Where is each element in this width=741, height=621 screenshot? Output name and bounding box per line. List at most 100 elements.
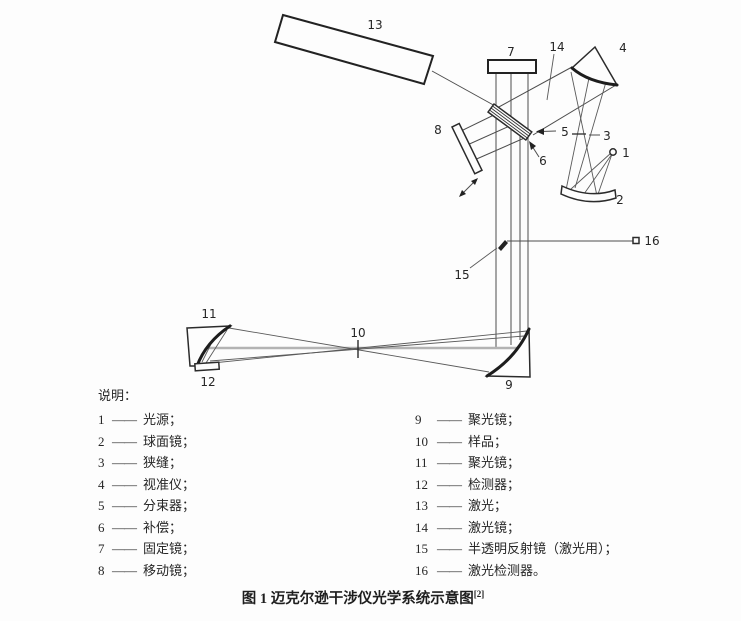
caption-reference: [2] (473, 589, 485, 600)
legend-dash: —— (112, 498, 137, 513)
legend-item-11: 11 —— 聚光镜； (415, 452, 618, 474)
legend-num: 9 (415, 412, 422, 427)
condenser-right-face (485, 327, 531, 378)
legend-num: 10 (415, 433, 428, 449)
legend-num: 14 (415, 519, 428, 535)
legend-item-1: 1 —— 光源； (98, 409, 195, 431)
legend-item-13: 13——激光； (415, 495, 618, 517)
label-3: 3 (603, 129, 611, 143)
legend-dash: —— (112, 519, 137, 535)
legend-text: 固定镜； (143, 541, 196, 556)
legend-dash: —— (112, 476, 137, 492)
legend-num: 4 (98, 476, 105, 492)
spherical-mirror (560, 184, 617, 203)
legend-item-8: 8 —— 移动镜； (98, 560, 195, 582)
legend-item-16: 16 —— 激光检测器。 (415, 560, 618, 582)
legend-item-15: 15 —— 半透明反射镜（激光用）； (415, 538, 618, 560)
legend-text: 视准仪； (143, 476, 196, 492)
label-11: 11 (201, 307, 216, 321)
legend-text: 聚光镜； (468, 455, 521, 470)
legend-text: 狭缝； (143, 455, 183, 470)
legend-item-14: 14 —— 激光镜； (415, 517, 618, 539)
arrow-to-beamsplitter (536, 128, 557, 135)
label-2: 2 (616, 193, 624, 207)
fixed-mirror (487, 59, 537, 74)
part-labels: 13 7 14 4 8 5 6 3 1 2 16 15 11 10 12 9 (200, 18, 659, 392)
condenser-left-face (195, 324, 232, 368)
label-15: 15 (454, 268, 469, 282)
legend-text: 光源； (143, 412, 183, 427)
light-source (609, 148, 617, 156)
laser-box (273, 13, 435, 86)
label-12: 12 (200, 375, 215, 389)
legend-item-6: 6 —— 补偿； (98, 517, 195, 539)
label-7: 7 (507, 45, 515, 59)
label-13: 13 (367, 18, 382, 32)
label-14: 14 (549, 40, 564, 54)
label-5: 5 (561, 125, 569, 139)
legend-num: 6 (98, 519, 105, 535)
legend-text: 半透明反射镜（激光用）； (468, 541, 618, 556)
legend-num: 8 (98, 562, 105, 578)
detector (194, 361, 221, 372)
beamsplitter (487, 102, 533, 142)
legend-num: 13 (415, 498, 428, 513)
legend-num: 15 (415, 541, 428, 556)
legend-text: 补偿； (143, 519, 183, 535)
legend-dash: —— (437, 433, 462, 449)
legend-dash: —— (112, 541, 137, 556)
legend-text: 球面镜； (143, 433, 196, 449)
legend-item-10: 10 —— 样品； (415, 431, 618, 453)
legend-text: 激光镜； (468, 519, 521, 535)
legend-dash: —— (112, 412, 137, 427)
legend-num: 1 (98, 412, 105, 427)
label-10: 10 (350, 326, 365, 340)
legend-item-3: 3 —— 狭缝； (98, 452, 195, 474)
moving-mirror (450, 122, 483, 175)
legend-dash: —— (437, 519, 462, 535)
legend-dash: —— (112, 562, 137, 578)
label-16: 16 (644, 234, 659, 248)
legend-text: 激光； (468, 498, 508, 513)
legend-text: 检测器； (468, 476, 521, 492)
legend-item-5: 5——分束器； (98, 495, 195, 517)
legend-num: 3 (98, 455, 105, 470)
legend-text: 聚光镜； (468, 412, 521, 427)
legend-dash: —— (112, 433, 137, 449)
collimator-face (570, 66, 619, 87)
caption-text: 图 1 迈克尔逊干涉仪光学系统示意图 (241, 591, 474, 607)
label-9: 9 (505, 378, 513, 392)
figure-caption: 图 1 迈克尔逊干涉仪光学系统示意图[2] (0, 587, 726, 608)
legend-text: 移动镜； (143, 562, 196, 578)
legend-num: 2 (98, 433, 105, 449)
arrow-to-compensator (529, 141, 540, 158)
label-6: 6 (539, 154, 547, 168)
legend-item-9: 9 —— 聚光镜； (415, 409, 618, 431)
legend-dash: —— (437, 412, 462, 427)
legend-num: 12 (415, 476, 428, 492)
annotation-arrows (459, 128, 557, 197)
legend-right-column: 9——聚光镜； 10——样品； 11——聚光镜； 12——检测器； 13——激光… (415, 385, 618, 581)
legend-text: 样品； (468, 433, 508, 449)
legend-item-2: 2 —— 球面镜； (98, 431, 195, 453)
legend-title: 说明： (98, 388, 138, 403)
legend-dash: —— (437, 476, 462, 492)
legend-spacer (415, 385, 618, 409)
components (186, 13, 640, 378)
legend-num: 7 (98, 541, 105, 556)
legend-dash: —— (437, 455, 462, 470)
label-1: 1 (622, 146, 630, 160)
legend-num: 16 (415, 562, 428, 578)
legend-text: 激光检测器。 (468, 562, 547, 578)
legend-text: 分束器； (143, 498, 196, 513)
legend-item-4: 4 —— 视准仪； (98, 474, 195, 496)
legend-dash: —— (112, 455, 137, 470)
legend-item-12: 12 —— 检测器； (415, 474, 618, 496)
mirror-travel-arrow (459, 178, 478, 197)
legend-num: 11 (415, 455, 428, 470)
beam-lines (192, 53, 634, 373)
legend-dash: —— (437, 541, 462, 556)
legend-dash: —— (437, 562, 462, 578)
